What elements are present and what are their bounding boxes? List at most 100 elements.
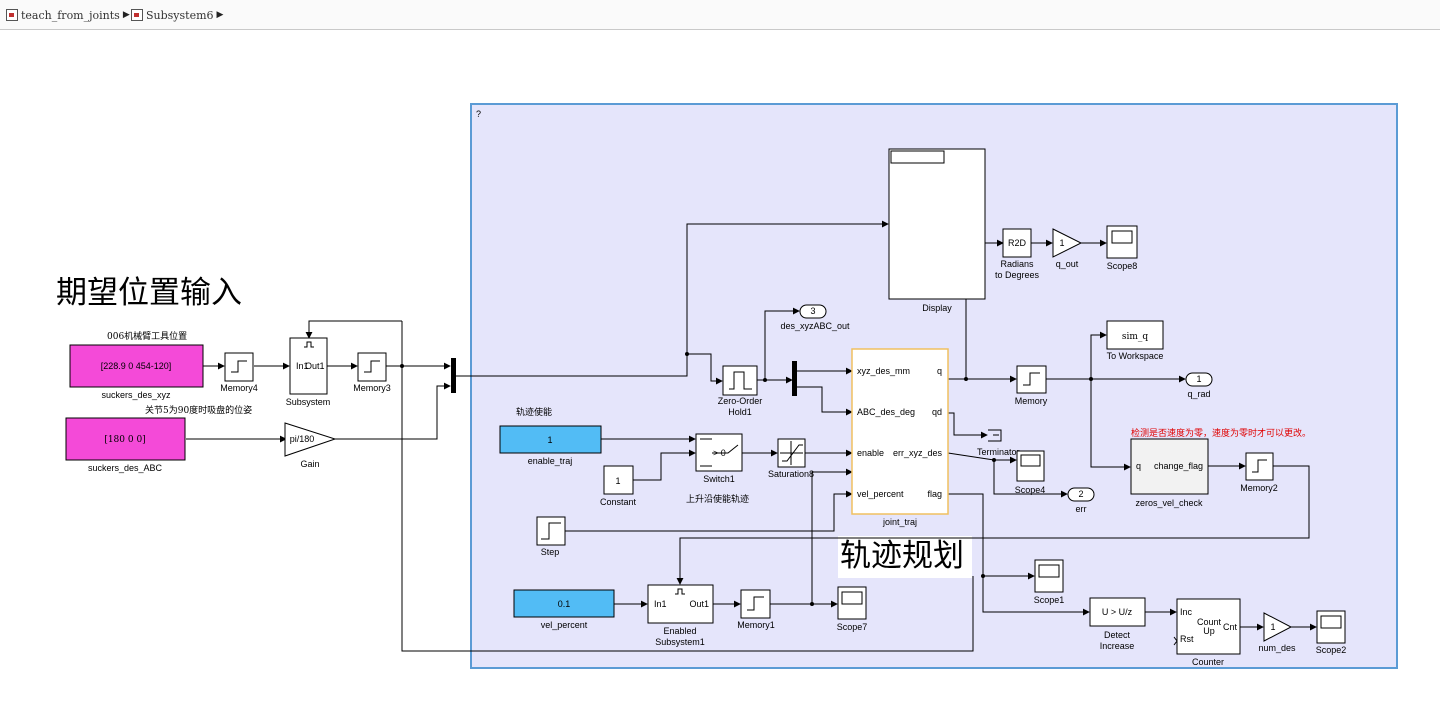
detect-increase-label-1: Detect: [1104, 630, 1131, 640]
vel-percent-block[interactable]: 0.1 vel_percent: [513, 589, 615, 630]
zeros-vel-check-out: change_flag: [1154, 461, 1203, 471]
counter-inc: Inc: [1180, 607, 1193, 617]
memory2-block[interactable]: Memory2: [1240, 452, 1278, 493]
joint-traj-label: joint_traj: [882, 517, 917, 527]
des-xyz-outport-label: des_xyzABC_out: [780, 321, 850, 331]
counter-block[interactable]: Inc Rst Count Up Cnt Counter: [1173, 598, 1241, 667]
r2d-label-1: Radians: [1000, 259, 1034, 269]
zoh-block[interactable]: Zero-Order Hold1: [718, 365, 763, 417]
memory4-block[interactable]: Memory4: [220, 352, 258, 393]
vel-percent-label: vel_percent: [541, 620, 588, 630]
constant-label: Constant: [600, 497, 637, 507]
scope8-block[interactable]: Scope8: [1106, 225, 1138, 271]
to-workspace-value: sim_q: [1122, 332, 1149, 342]
enable-traj-label: enable_traj: [528, 456, 573, 466]
counter-cnt: Cnt: [1223, 622, 1238, 632]
vel-percent-value: 0.1: [558, 599, 571, 609]
switch1-label: Switch1: [703, 474, 735, 484]
enabled-subsystem1-block[interactable]: In1 Out1 Enabled Subsystem1: [647, 584, 714, 647]
zoh-icon: [729, 371, 752, 390]
subsystem-label: Subsystem: [286, 397, 331, 407]
subsystem-out-label: Out1: [305, 361, 325, 371]
zeros-vel-check-label: zeros_vel_check: [1135, 498, 1203, 508]
num-des-gain-block[interactable]: 1 num_des: [1258, 612, 1296, 653]
desired-position-title: 期望位置输入: [56, 275, 242, 311]
memory-icon: [1252, 459, 1267, 473]
q-rad-outport-num: 1: [1196, 374, 1201, 384]
num-des-gain-value: 1: [1270, 622, 1275, 632]
trajectory-title: 轨迹规划: [840, 538, 964, 574]
q-out-gain-label: q_out: [1056, 259, 1079, 269]
enabled-sub-label-1: Enabled: [663, 626, 696, 636]
zoh-label-1: Zero-Order: [718, 396, 763, 406]
breadcrumb-root[interactable]: teach_from_joints ▶: [6, 7, 130, 23]
terminator-block[interactable]: Terminator: [977, 429, 1020, 457]
counter-rst: Rst: [1180, 634, 1194, 644]
trajectory-title-bg: [838, 536, 972, 578]
memory1-block[interactable]: Memory1: [737, 589, 775, 630]
scope-icon: [1111, 230, 1133, 244]
q-out-gain-value: 1: [1059, 238, 1064, 248]
subsystem-block[interactable]: In1 Out1 Subsystem: [286, 337, 331, 407]
zero-velocity-note: 检测是否速度为零，速度为零时才可以更改。: [1131, 427, 1311, 439]
scope7-block[interactable]: Scope7: [837, 586, 868, 632]
display-block[interactable]: Display: [888, 148, 986, 313]
counter-label: Counter: [1192, 657, 1224, 667]
enabled-sub-label-2: Subsystem1: [655, 637, 705, 647]
memory2-label: Memory2: [1240, 483, 1278, 493]
joint-traj-out1: q: [937, 366, 942, 376]
constant-block[interactable]: 1 Constant: [600, 465, 637, 507]
scope1-block[interactable]: Scope1: [1034, 559, 1065, 605]
mux-right[interactable]: [792, 361, 797, 396]
suckers-des-xyz-block[interactable]: [228.9 0 454-120] suckers_des_xyz: [69, 344, 204, 400]
memory-icon: [747, 596, 764, 611]
detect-increase-value: U > U/z: [1102, 607, 1133, 617]
reset-marker-icon: [1173, 636, 1178, 646]
switch1-block[interactable]: > 0 Switch1: [695, 433, 743, 484]
step-label: Step: [541, 547, 560, 557]
q-out-gain-block[interactable]: 1 q_out: [1052, 228, 1083, 269]
zeros-vel-check-block[interactable]: q change_flag zeros_vel_check: [1130, 438, 1209, 508]
suckers-des-abc-label: suckers_des_ABC: [88, 463, 163, 473]
display-label: Display: [922, 303, 952, 313]
scope7-label: Scope7: [837, 622, 868, 632]
enable-traj-value: 1: [547, 435, 552, 445]
memory-icon: [364, 360, 380, 373]
saturation8-block[interactable]: Saturation8: [768, 438, 814, 479]
err-outport-label: err: [1076, 504, 1087, 514]
enable-traj-block[interactable]: 1 enable_traj: [499, 425, 602, 466]
joint5-note: 关节5为90度时吸盘的位姿: [145, 404, 252, 416]
scope2-label: Scope2: [1316, 645, 1347, 655]
tool-position-note: 006机械臂工具位置: [107, 330, 187, 342]
gain-block[interactable]: pi/180 Gain: [284, 422, 337, 469]
suckers-des-abc-block[interactable]: [180 0 0] suckers_des_ABC: [65, 417, 186, 473]
traj-enable-note: 轨迹使能: [516, 406, 552, 418]
scope4-block[interactable]: Scope4: [1015, 450, 1046, 495]
constant-value: 1: [615, 476, 620, 486]
memory3-block[interactable]: Memory3: [353, 352, 391, 393]
to-workspace-block[interactable]: sim_q To Workspace: [1106, 320, 1164, 361]
mux-left[interactable]: [451, 358, 456, 393]
q-rad-outport[interactable]: 1 q_rad: [1185, 372, 1213, 399]
memory3-label: Memory3: [353, 383, 391, 393]
memory-block[interactable]: Memory: [1015, 365, 1048, 406]
scope-icon: [841, 591, 863, 605]
model-canvas[interactable]: ? 期望位置输入 轨迹规划 006机械臂工具位置 关节5为90度时吸盘的位姿 轨…: [0, 30, 1440, 709]
scope-icon: [1020, 454, 1041, 467]
suckers-des-xyz-label: suckers_des_xyz: [101, 390, 171, 400]
err-outport-num: 2: [1078, 489, 1083, 499]
err-outport[interactable]: 2 err: [1067, 487, 1095, 514]
enabled-sub-out: Out1: [689, 599, 709, 609]
gain-label: Gain: [300, 459, 319, 469]
step-block[interactable]: Step: [536, 516, 566, 557]
des-xyz-outport[interactable]: 3 des_xyzABC_out: [780, 304, 850, 331]
scope2-block[interactable]: Scope2: [1316, 610, 1347, 655]
suckers-des-abc-value: [180 0 0]: [104, 435, 145, 445]
breadcrumb-child[interactable]: Subsystem6 ▶: [131, 7, 223, 23]
switch-icon: [700, 438, 739, 467]
detect-increase-block[interactable]: U > U/z Detect Increase: [1089, 597, 1146, 651]
terminator-label: Terminator: [977, 447, 1020, 457]
breadcrumb-root-label: teach_from_joints: [21, 8, 120, 22]
r2d-block[interactable]: R2D Radians to Degrees: [995, 228, 1040, 280]
joint-traj-block[interactable]: xyz_des_mm ABC_des_deg enable vel_percen…: [851, 348, 949, 527]
